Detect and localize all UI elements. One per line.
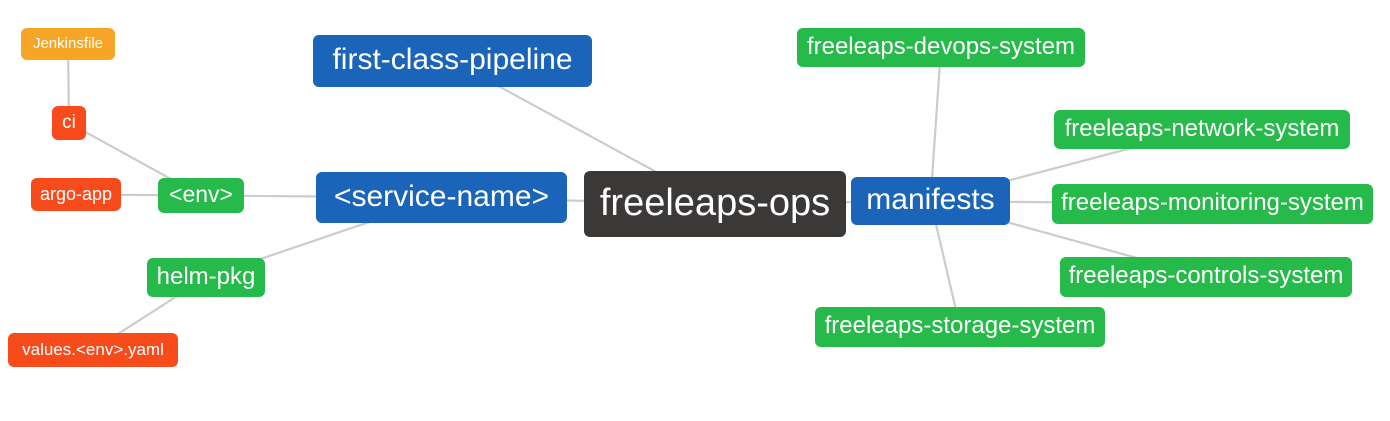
node-freeleaps-ops[interactable]: freeleaps-ops: [584, 171, 846, 237]
node-helm-pkg[interactable]: helm-pkg: [147, 258, 265, 297]
node-freeleaps-monitoring-system[interactable]: freeleaps-monitoring-system: [1052, 184, 1373, 224]
node-label: <service-name>: [333, 179, 550, 213]
node-label: values.<env>.yaml: [22, 339, 164, 359]
node-freeleaps-storage-system[interactable]: freeleaps-storage-system: [815, 307, 1105, 347]
node-values-env-yaml[interactable]: values.<env>.yaml: [8, 333, 178, 367]
node-label: freeleaps-controls-system: [1068, 262, 1344, 289]
node-jenkinsfile[interactable]: Jenkinsfile: [21, 28, 115, 60]
node-freeleaps-network-system[interactable]: freeleaps-network-system: [1054, 110, 1350, 149]
node-label: freeleaps-monitoring-system: [1061, 189, 1364, 216]
node-label: freeleaps-ops: [599, 182, 831, 224]
node-label: freeleaps-network-system: [1064, 114, 1340, 142]
node-label: argo-app: [39, 183, 113, 204]
node-label: ci: [62, 111, 76, 133]
node-first-class-pipeline[interactable]: first-class-pipeline: [313, 35, 592, 87]
node-env[interactable]: <env>: [158, 178, 244, 213]
node-label: freeleaps-storage-system: [824, 312, 1096, 339]
node-service-name[interactable]: <service-name>: [316, 172, 567, 223]
node-freeleaps-devops-system[interactable]: freeleaps-devops-system: [797, 28, 1085, 67]
node-label: first-class-pipeline: [332, 43, 573, 76]
node-label: manifests: [866, 183, 995, 216]
node-ci[interactable]: ci: [52, 106, 86, 140]
node-label: <env>: [169, 181, 233, 207]
node-label: Jenkinsfile: [32, 34, 104, 52]
edge-manifests--freeleaps-devops-system: [929, 47, 943, 202]
node-freeleaps-controls-system[interactable]: freeleaps-controls-system: [1060, 257, 1352, 297]
node-label: helm-pkg: [156, 262, 256, 290]
node-manifests[interactable]: manifests: [851, 177, 1010, 225]
node-label: freeleaps-devops-system: [806, 32, 1076, 60]
node-argo-app[interactable]: argo-app: [31, 178, 121, 211]
